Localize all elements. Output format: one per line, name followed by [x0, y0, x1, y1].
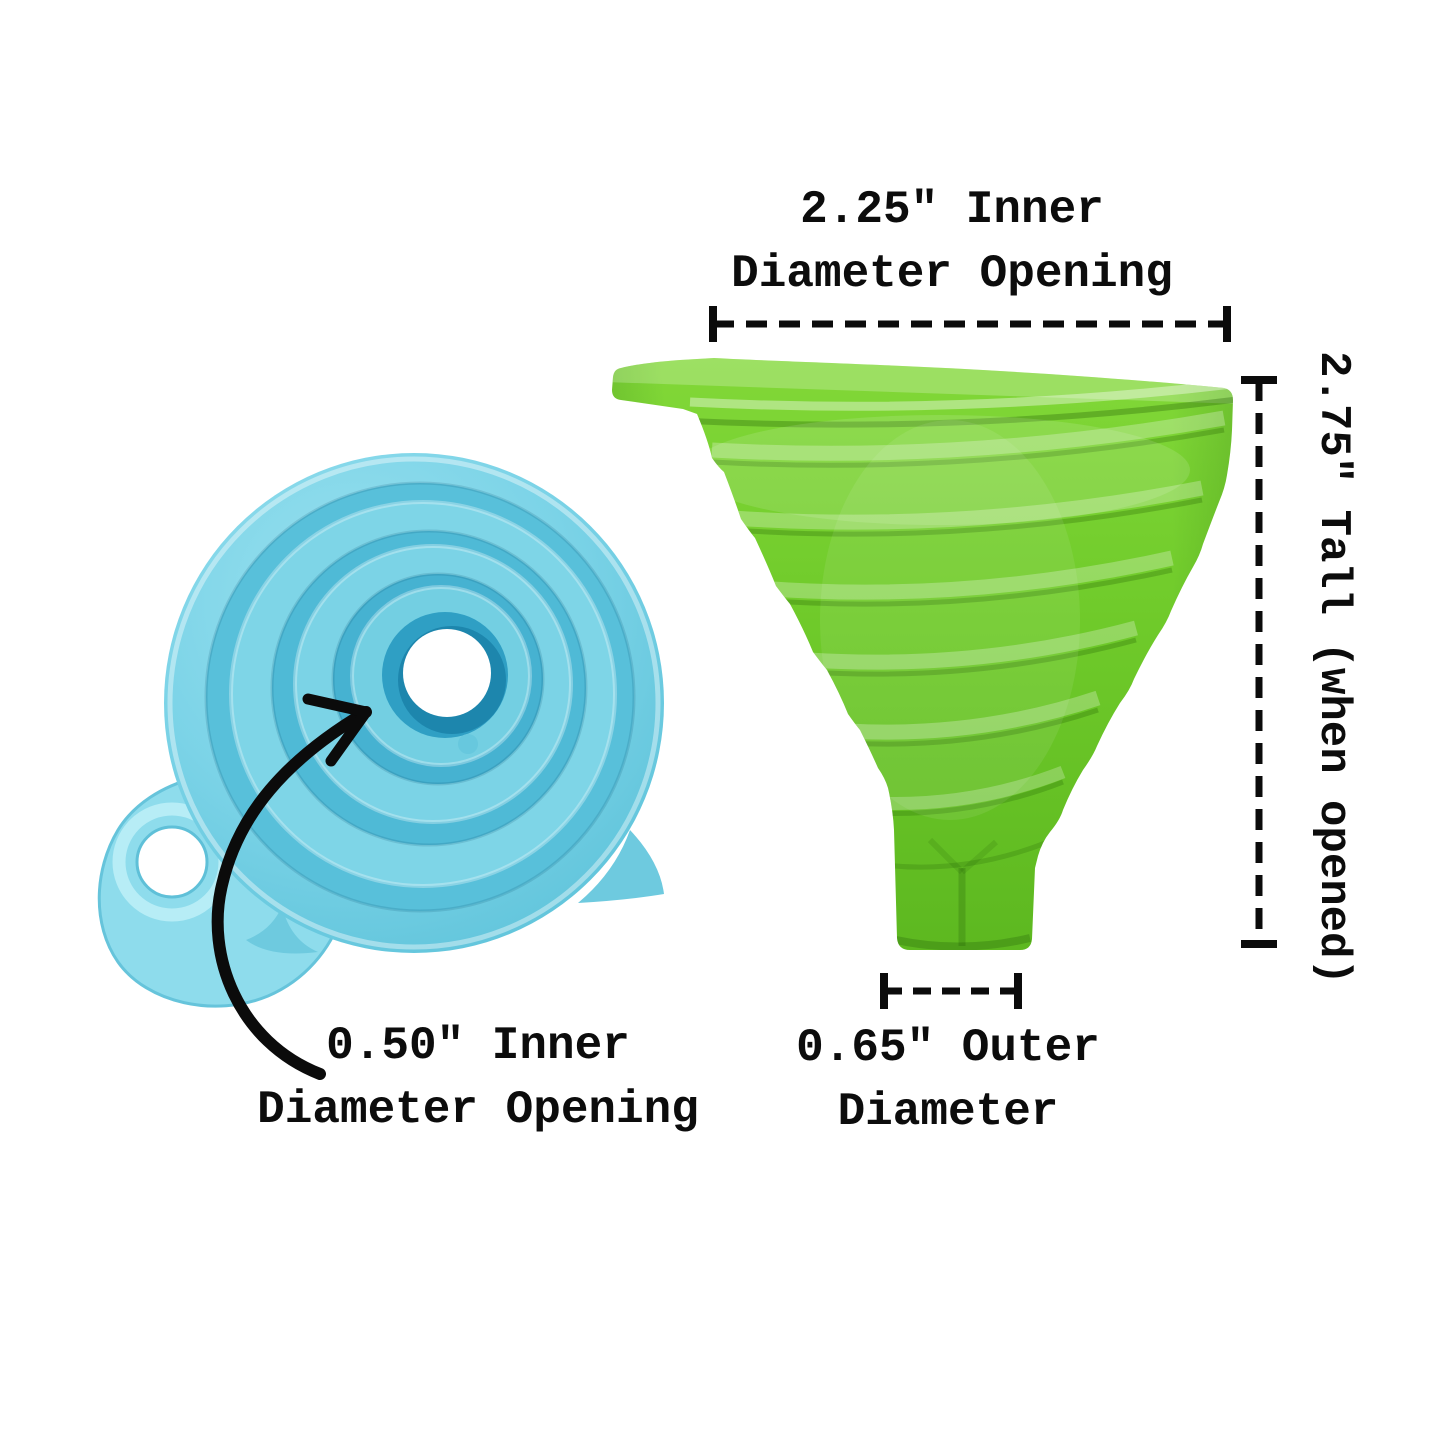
spout-outer-label: 0.65" Outer Diameter	[796, 1016, 1100, 1144]
top-width-label-line2: Diameter Opening	[731, 248, 1173, 300]
inner-diameter-arrow-icon	[211, 693, 372, 1080]
top-width-label-line1: 2.25" Inner	[800, 184, 1104, 236]
green-funnel-image	[612, 358, 1233, 950]
blue-funnel-tab-hole	[135, 825, 209, 899]
blue-funnel-spout-hole	[403, 629, 491, 717]
dimension-annotations	[709, 306, 1277, 1009]
blue-funnel-right-lip	[578, 830, 664, 903]
blue-funnel-image	[97, 453, 664, 1008]
spout-inner-label-line2: Diameter Opening	[257, 1084, 699, 1136]
spout-outer-dimension-line	[880, 973, 1022, 1009]
blue-funnel-left-lip	[246, 906, 318, 954]
spout-outer-label-line2: Diameter	[837, 1086, 1059, 1138]
blue-funnel-rim-highlight	[167, 456, 661, 950]
height-dimension-line	[1241, 376, 1277, 948]
spout-inner-label: 0.50" Inner Diameter Opening	[257, 1014, 699, 1142]
green-funnel-shading	[612, 358, 1233, 950]
height-label: 2.75" Tall (when opened)	[1308, 351, 1358, 985]
spout-outer-label-line1: 0.65" Outer	[796, 1022, 1100, 1074]
top-width-dimension-line	[709, 306, 1231, 342]
blue-funnel-nub	[458, 734, 478, 754]
top-width-label: 2.25" Inner Diameter Opening	[731, 178, 1173, 306]
spout-inner-label-line1: 0.50" Inner	[326, 1020, 630, 1072]
